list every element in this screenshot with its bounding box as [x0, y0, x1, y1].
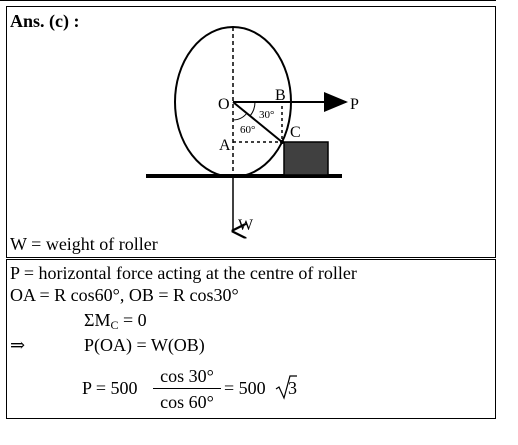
fraction-denominator: cos 60° [160, 392, 214, 412]
label-angle-30: 30° [259, 109, 274, 121]
radius-oc [232, 101, 283, 143]
point-c [280, 140, 284, 144]
angle-arc-30 [249, 101, 256, 117]
moment-subscript: C [110, 318, 119, 332]
fraction-bar [153, 388, 221, 389]
solution-line-2: OA = R cos60°, OB = R cos30° [10, 285, 239, 305]
result-prefix: = 500 [224, 378, 266, 398]
weight-caption: W = weight of roller [10, 234, 158, 254]
label-b: B [275, 87, 286, 104]
roller-diagram: O A B C P W 30° 60° [146, 26, 359, 258]
result-radicand: 3 [288, 378, 297, 398]
moment-equation: ΣMC = 0 [84, 310, 147, 335]
equilibrium-equation: P(OA) = W(OB) [84, 335, 205, 355]
figure-box: Ans. (c) : [6, 6, 496, 258]
solution-box: P = horizontal force acting at the centr… [6, 259, 496, 419]
top-border-line [0, 0, 496, 1]
block-obstacle [283, 141, 329, 176]
angle-arc-60 [232, 112, 248, 121]
label-w: W [238, 217, 254, 234]
fraction-numerator: cos 30° [160, 366, 214, 386]
answer-heading: Ans. (c) : [10, 11, 80, 31]
solution-line-1: P = horizontal force acting at the centr… [10, 263, 357, 283]
label-o: O [218, 96, 230, 113]
moment-rhs: = 0 [118, 310, 147, 330]
moment-lhs: ΣM [84, 310, 111, 330]
label-angle-60: 60° [240, 124, 255, 136]
label-p: P [350, 96, 359, 113]
sqrt-symbol [275, 375, 297, 400]
final-prefix: P = 500 [82, 378, 138, 398]
label-c: C [290, 124, 301, 141]
implies-symbol: ⇒ [10, 335, 26, 355]
label-a: A [219, 137, 231, 154]
